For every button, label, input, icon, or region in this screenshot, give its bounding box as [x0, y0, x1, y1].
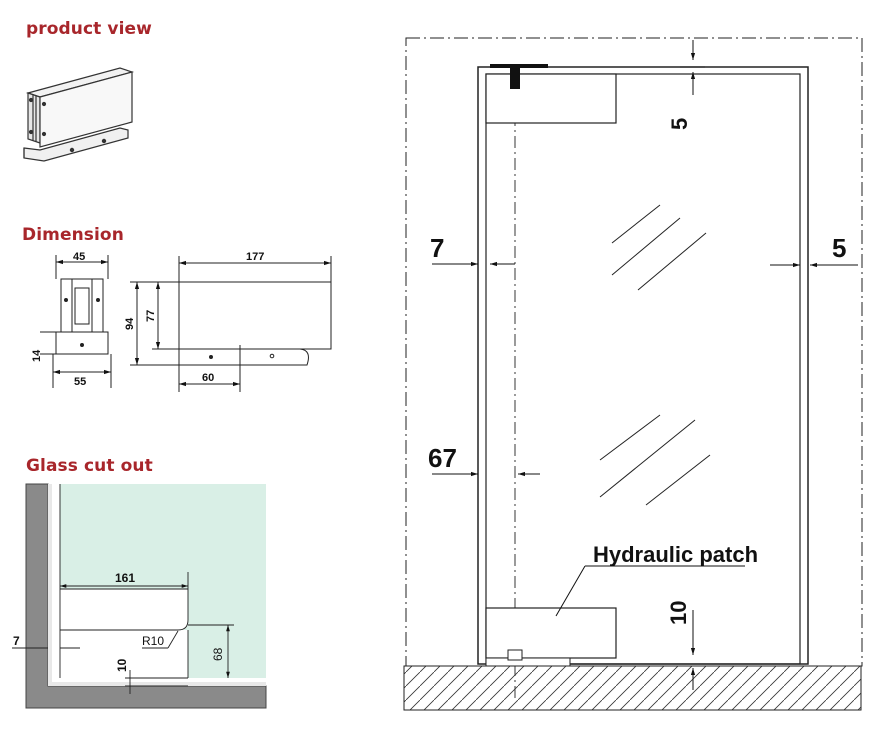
dim-base-length: 60 — [202, 372, 214, 384]
dim-width-top: 45 — [73, 251, 85, 263]
cutout-length: 161 — [115, 571, 135, 585]
dim-base-height: 14 — [31, 349, 43, 362]
cutout-radius: R10 — [142, 634, 164, 648]
door-right-gap: 5 — [832, 233, 846, 263]
dim-body-height: 77 — [145, 310, 157, 322]
product-view-heading: product view — [26, 19, 152, 39]
glass-cutout-drawing — [12, 483, 267, 709]
door-pivot-offset: 67 — [428, 443, 457, 473]
dim-length: 177 — [246, 251, 264, 263]
door-elevation — [405, 37, 863, 700]
door-floor-gap: 10 — [666, 601, 691, 625]
hydraulic-patch-label: Hydraulic patch — [593, 542, 758, 567]
dim-width-bottom: 55 — [74, 376, 86, 388]
door-left-gap: 7 — [430, 233, 444, 263]
door-dimension-lines — [432, 40, 858, 690]
product-view-illustration — [23, 67, 135, 162]
floor-hatch — [403, 665, 862, 711]
glass-cut-out-heading: Glass cut out — [26, 456, 153, 476]
cutout-height: 68 — [211, 647, 225, 661]
cutout-bottom-gap: 10 — [115, 658, 129, 672]
dimension-heading: Dimension — [22, 225, 124, 245]
dim-total-height: 94 — [124, 317, 136, 330]
cutout-edge-gap: 7 — [13, 634, 20, 648]
dimension-front-view — [40, 255, 112, 388]
door-top-gap: 5 — [667, 118, 692, 130]
dimension-side-view — [130, 256, 332, 392]
